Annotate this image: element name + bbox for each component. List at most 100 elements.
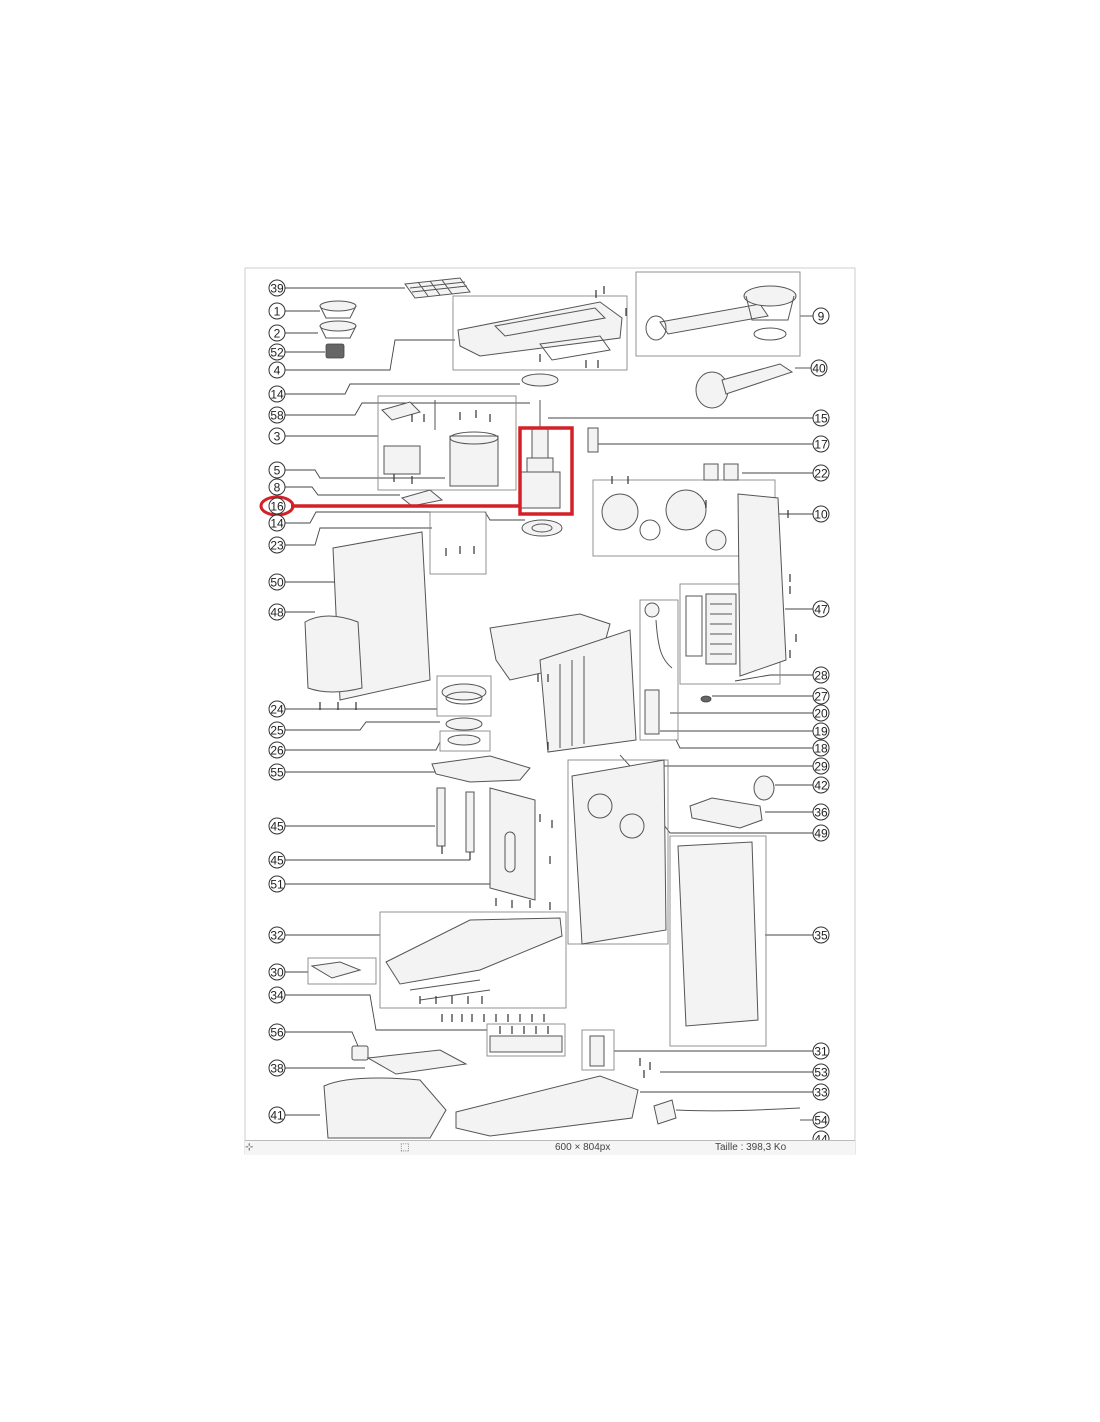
callout-label: 19 — [814, 725, 828, 739]
callout-label: 38 — [270, 1062, 284, 1076]
callout-51: 51 — [268, 875, 286, 893]
callout-label: 47 — [814, 603, 828, 617]
part-gasket-25 — [445, 717, 483, 731]
part-filter-basket-2 — [319, 320, 357, 339]
callout-circle — [268, 573, 286, 591]
callout-label: 2 — [274, 327, 281, 341]
part-drip-tray-41 — [323, 1077, 447, 1139]
status-item-filesize: Taille : 398,3 Ko — [715, 1142, 787, 1153]
callout-32: 32 — [268, 926, 286, 944]
callout-4: 4 — [268, 361, 286, 379]
callout-label: 4 — [274, 364, 281, 378]
callout-27: 27 — [812, 687, 830, 705]
callout-10: 10 — [812, 505, 830, 523]
part-shower-26 — [447, 734, 481, 746]
callout-circle — [268, 763, 286, 781]
status-item-cursor: ⊹ — [245, 1142, 254, 1153]
callout-label: 34 — [270, 989, 284, 1003]
callout-9: 9 — [812, 307, 830, 325]
callout-8: 8 — [268, 478, 286, 496]
part-valve-31 — [589, 1035, 605, 1067]
callout-18: 18 — [812, 739, 830, 757]
callout-label: 30 — [270, 966, 284, 980]
callout-label: 29 — [814, 760, 828, 774]
callout-label: 58 — [270, 409, 284, 423]
callout-label: 39 — [270, 282, 284, 296]
callout-label: 31 — [814, 1045, 828, 1059]
callout-circle — [268, 385, 286, 403]
callout-circle — [812, 505, 830, 523]
callout-19: 19 — [812, 722, 830, 740]
callout-34: 34 — [268, 986, 286, 1004]
callout-label: 17 — [814, 438, 828, 452]
part-tank-35 — [677, 841, 759, 1027]
callout-50: 50 — [268, 573, 286, 591]
callout-circle — [812, 704, 830, 722]
part-thermoblock-3 — [381, 400, 499, 487]
callout-52: 52 — [268, 343, 286, 361]
callout-circle — [268, 302, 286, 320]
callout-label: 18 — [814, 742, 828, 756]
callout-circle — [268, 986, 286, 1004]
callout-circle — [268, 536, 286, 554]
callout-25: 25 — [268, 721, 286, 739]
callout-label: 1 — [274, 305, 281, 319]
part-circuit-28 — [685, 593, 737, 665]
callout-circle — [812, 409, 830, 427]
part-ring-27 — [700, 695, 712, 703]
callout-53: 53 — [812, 1063, 830, 1081]
callout-24: 24 — [268, 700, 286, 718]
part-front-plate-51 — [489, 787, 536, 901]
part-filter-basket-1 — [319, 300, 357, 319]
part-sensor-17 — [587, 427, 599, 453]
callout-41: 41 — [268, 1106, 286, 1124]
callout-label: 3 — [274, 430, 281, 444]
callout-label: 10 — [814, 508, 828, 522]
callout-label: 33 — [814, 1086, 828, 1100]
callout-circle — [812, 926, 830, 944]
callout-label: 50 — [270, 576, 284, 590]
callout-circle — [812, 1083, 830, 1101]
callout-circle — [812, 600, 830, 618]
part-clips-22 — [703, 463, 739, 481]
part-button-36 — [689, 797, 763, 829]
callout-45: 45 — [268, 817, 286, 835]
callout-label: 53 — [814, 1066, 828, 1080]
callout-label: 35 — [814, 929, 828, 943]
part-drip-grid-38 — [366, 1049, 468, 1075]
callout-29: 29 — [812, 757, 830, 775]
callout-circle — [268, 721, 286, 739]
callout-label: 55 — [270, 766, 284, 780]
callout-circle — [268, 1059, 286, 1077]
callout-17: 17 — [812, 435, 830, 453]
callout-label: 20 — [814, 707, 828, 721]
callout-14: 14 — [268, 385, 286, 403]
callout-label: 56 — [270, 1026, 284, 1040]
callout-20: 20 — [812, 704, 830, 722]
callout-1: 1 — [268, 302, 286, 320]
callout-circle — [812, 739, 830, 757]
callout-circle — [268, 851, 286, 869]
part-base-33 — [455, 1075, 639, 1137]
callout-layer: 3912524145835816142350482425265545455132… — [268, 279, 830, 1148]
callout-30: 30 — [268, 963, 286, 981]
callout-circle — [268, 963, 286, 981]
callout-label: 48 — [270, 606, 284, 620]
status-item-selection: ⬚ — [400, 1142, 410, 1153]
callout-label: 51 — [270, 878, 284, 892]
callout-circle — [812, 757, 830, 775]
part-base-frame-32 — [385, 917, 563, 1001]
callout-circle — [268, 461, 286, 479]
callout-circle — [812, 687, 830, 705]
callout-5: 5 — [268, 461, 286, 479]
image-viewer-status-bar: ⊹ ⬚ 600 × 804px Taille : 398,3 Ko — [245, 1140, 855, 1155]
callout-16: 16 — [268, 497, 286, 515]
part-steam-wand-18 — [644, 602, 673, 735]
part-water-tank-48 — [304, 615, 363, 693]
callout-circle — [268, 741, 286, 759]
callout-label: 15 — [814, 412, 828, 426]
callout-label: 41 — [270, 1109, 284, 1123]
callout-label: 16 — [270, 500, 284, 514]
callout-circle — [268, 361, 286, 379]
